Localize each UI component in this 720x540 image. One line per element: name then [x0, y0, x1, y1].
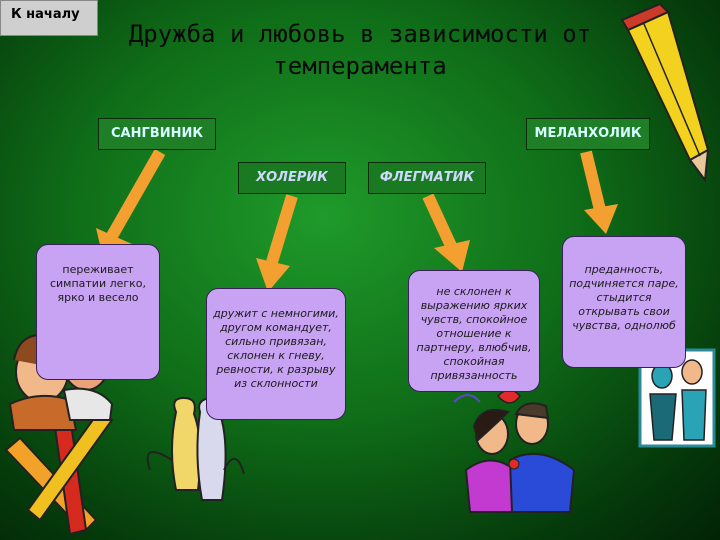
- title-line-2: темперамента: [273, 52, 447, 80]
- lovers-icon: [453, 389, 576, 513]
- label-choleric: ХОЛЕРИК: [238, 162, 346, 194]
- pencil-icon: [620, 2, 710, 183]
- arrow-melancholic: [580, 150, 618, 234]
- cats-icon: [146, 396, 245, 501]
- description-choleric: дружит с немногими, другом командует, си…: [206, 288, 346, 420]
- crayons-icon: [4, 408, 114, 536]
- title-line-1: Дружба и любовь в зависимости от: [128, 20, 592, 48]
- label-sanguine: САНГВИНИК: [98, 118, 216, 150]
- arrow-phlegmatic: [422, 193, 470, 272]
- mirror-couple-icon: [638, 348, 716, 448]
- label-melancholic: МЕЛАНХОЛИК: [526, 118, 650, 150]
- description-phlegmatic: не склонен к выражению ярких чувств, спо…: [408, 270, 540, 392]
- description-sanguine: переживает симпатии легко, ярко и весело: [36, 244, 160, 380]
- back-to-start-button[interactable]: К началу: [0, 0, 98, 36]
- label-phlegmatic: ФЛЕГМАТИК: [368, 162, 486, 194]
- arrow-choleric: [256, 194, 298, 292]
- description-melancholic: преданность, подчиняется паре, стыдится …: [562, 236, 686, 368]
- page-title: Дружба и любовь в зависимости от темпера…: [100, 18, 620, 82]
